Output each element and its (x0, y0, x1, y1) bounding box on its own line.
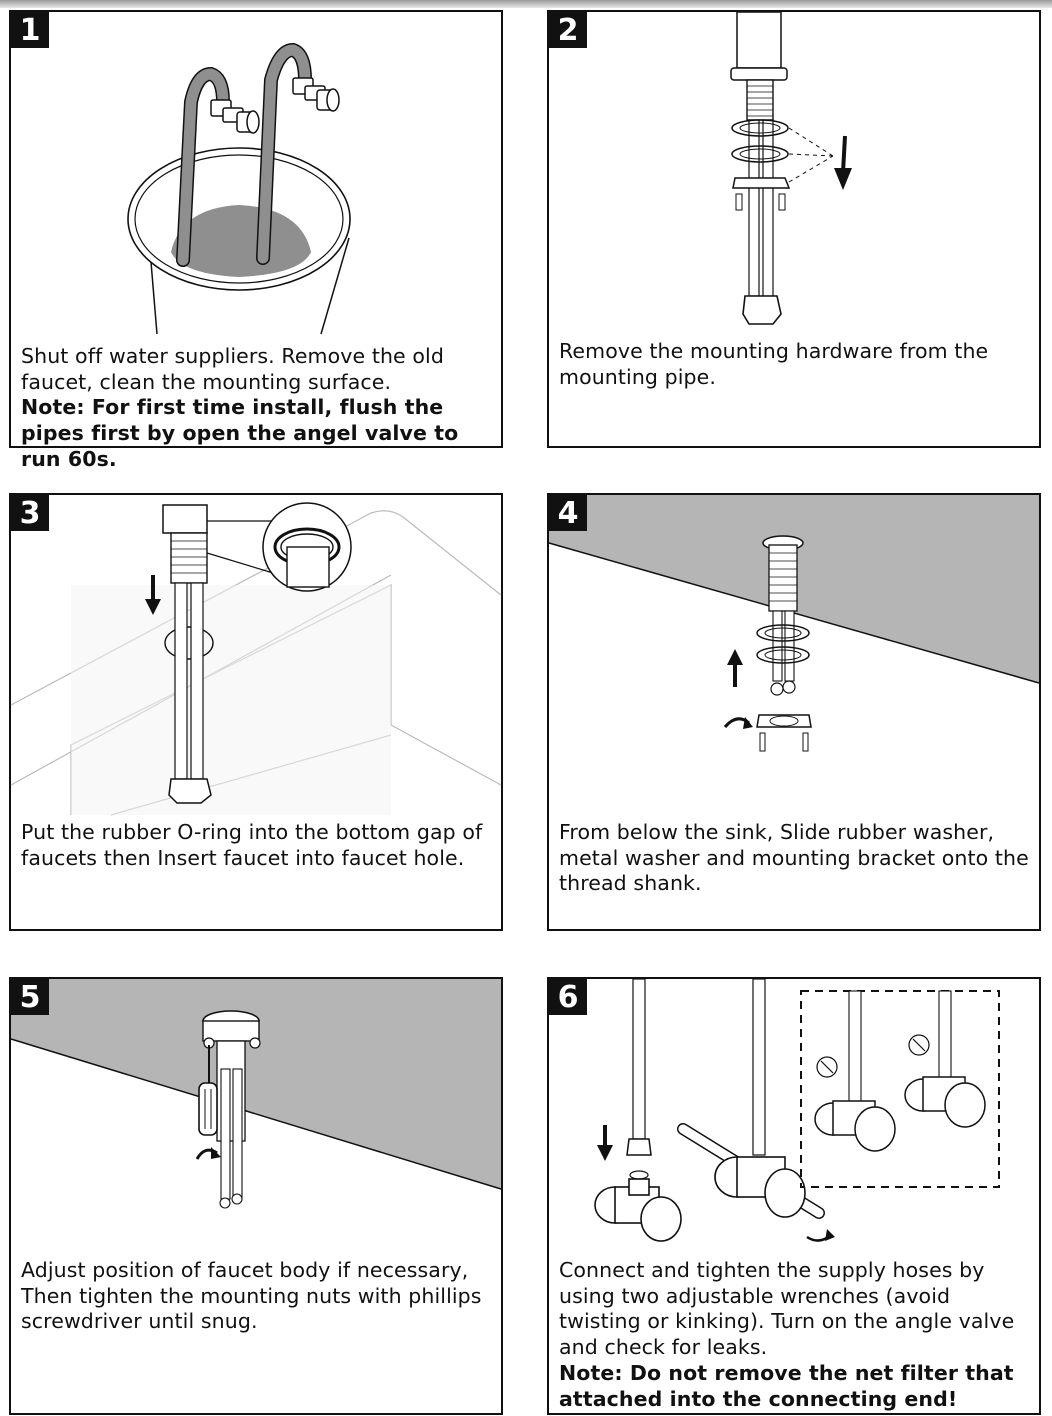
step-4-text: From below the sink, Slide rubber washer… (559, 820, 1029, 896)
step-panel-2: 2 Remove t (547, 10, 1041, 448)
mounting-hardware-illustration (730, 11, 852, 325)
step-6-text: Connect and tighten the supply hoses by … (559, 1258, 1015, 1360)
step-caption-1: Shut off water suppliers. Remove the old… (21, 344, 495, 473)
step-caption-4: From below the sink, Slide rubber washer… (559, 820, 1033, 897)
step-panel-5: 5 Adjust position of faucet body if nece… (9, 977, 503, 1415)
step-5-text: Adjust position of faucet body if necess… (21, 1258, 482, 1334)
step-caption-2: Remove the mounting hardware from the mo… (559, 339, 1033, 390)
step-number-3: 3 (11, 495, 49, 531)
step-panel-3: 3 Put (9, 493, 503, 931)
step-panel-4: 4 From below the sink, Slide (547, 493, 1041, 931)
step-caption-3: Put the rubber O-ring into the bottom ga… (21, 820, 495, 871)
step-panel-1: 1 Shut off water suppliers. Remove the o… (9, 10, 503, 471)
step-number-6: 6 (549, 979, 587, 1015)
step-panel-6: 6 (547, 977, 1041, 1415)
step-number-2: 2 (549, 12, 587, 48)
step-number-5: 5 (11, 979, 49, 1015)
top-edge-shadow (0, 0, 1052, 8)
step-caption-6: Connect and tighten the supply hoses by … (559, 1258, 1033, 1412)
step-1-note: Note: For first time install, flush the … (21, 395, 459, 471)
step-1-text: Shut off water suppliers. Remove the old… (21, 344, 444, 394)
step-caption-5: Adjust position of faucet body if necess… (21, 1258, 495, 1335)
step-number-4: 4 (549, 495, 587, 531)
insert-faucet-illustration (10, 502, 502, 816)
sink-hoses-illustration (127, 42, 351, 335)
step-3-text: Put the rubber O-ring into the bottom ga… (21, 820, 483, 870)
step-6-note: Note: Do not remove the net filter that … (559, 1360, 1014, 1411)
step-2-text: Remove the mounting hardware from the mo… (559, 339, 989, 389)
tighten-screwdriver-illustration (10, 979, 502, 1209)
connect-hoses-illustration (594, 978, 1000, 1242)
washer-bracket-illustration (548, 495, 1040, 752)
step-number-1: 1 (11, 12, 49, 48)
